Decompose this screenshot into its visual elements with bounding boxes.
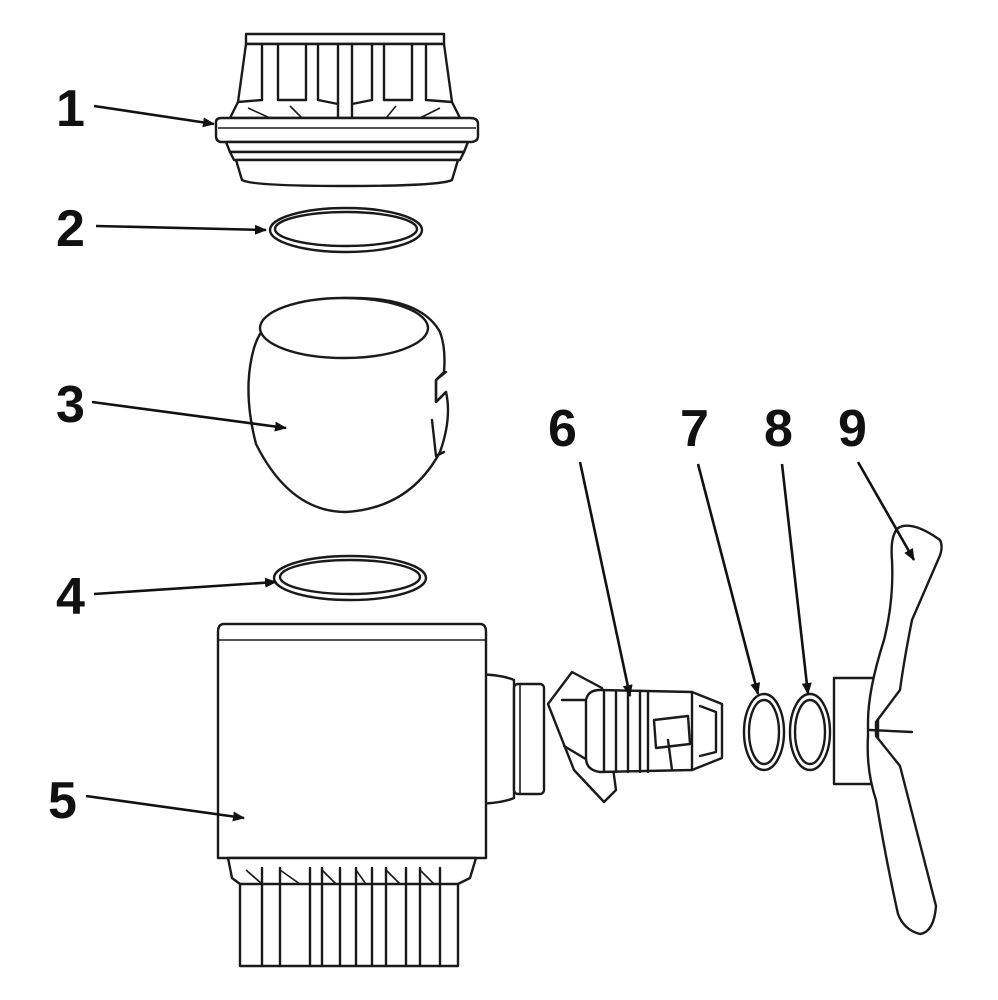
callout-2: 2 <box>56 200 85 258</box>
callout-4: 4 <box>56 568 85 626</box>
part-stem <box>546 670 724 804</box>
callout-1: 1 <box>56 80 85 138</box>
callout-7: 7 <box>680 400 709 458</box>
part-stem-o-ring-2 <box>788 692 832 772</box>
leader-7 <box>696 463 761 695</box>
callout-9: 9 <box>838 400 867 458</box>
leader-1 <box>93 104 215 128</box>
leader-5 <box>85 794 245 822</box>
callout-8: 8 <box>764 400 793 458</box>
leader-2 <box>95 224 267 235</box>
leader-3 <box>91 400 287 432</box>
callout-3: 3 <box>56 376 85 434</box>
leader-4 <box>93 577 277 596</box>
part-upper-o-ring <box>268 206 424 254</box>
part-stem-o-ring-1 <box>742 692 786 772</box>
part-lower-o-ring <box>272 554 428 602</box>
leader-8 <box>780 463 812 695</box>
leader-lines <box>85 104 916 822</box>
leader-9 <box>856 461 916 561</box>
part-handle <box>832 524 943 936</box>
part-ball <box>247 296 450 514</box>
callout-labels: 1 2 3 4 5 6 7 8 9 <box>48 80 867 830</box>
part-valve-body <box>216 622 546 968</box>
leader-6 <box>578 461 633 697</box>
callout-5: 5 <box>48 772 77 830</box>
part-union-nut <box>214 32 480 188</box>
callout-6: 6 <box>548 400 577 458</box>
